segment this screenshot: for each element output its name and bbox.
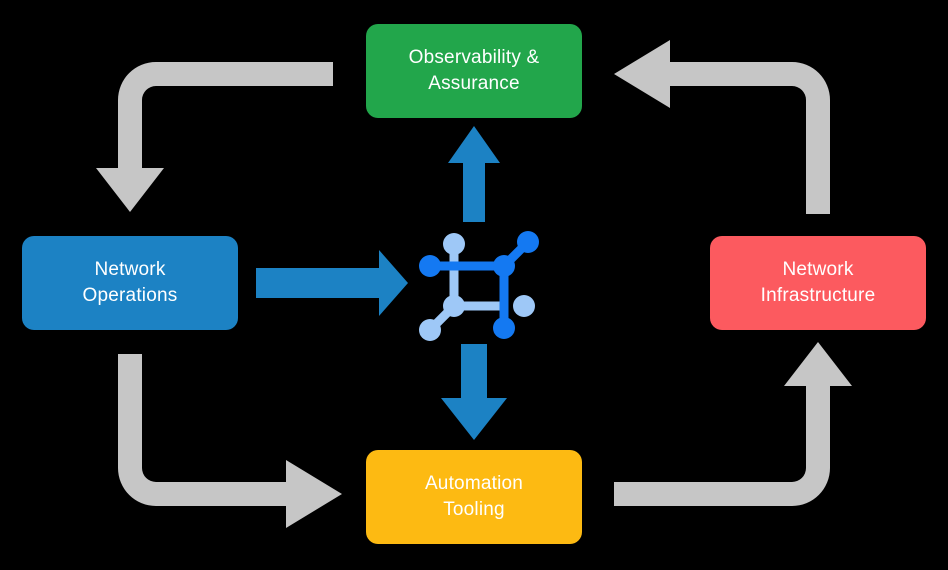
- node-automation-tooling[interactable]: Automation Tooling: [366, 450, 582, 544]
- node-network-infrastructure[interactable]: Network Infrastructure: [710, 236, 926, 330]
- arrow-up-icon: [448, 126, 500, 222]
- elbow-arrow-right-up-icon: [614, 342, 852, 506]
- elbow-arrow-up-left-icon: [614, 40, 830, 214]
- node-automation-label: Automation Tooling: [424, 473, 524, 520]
- node-operations-label: Network Operations: [82, 259, 178, 306]
- node-observability-assurance[interactable]: Observability & Assurance: [366, 24, 582, 118]
- elbow-arrow-down-right-icon: [118, 354, 342, 528]
- node-network-operations[interactable]: Network Operations: [22, 236, 238, 330]
- topology-dark-nodes: [419, 231, 539, 339]
- topology-light-edges: [427, 241, 509, 333]
- elbow-arrow-down-left-icon: [96, 62, 333, 212]
- node-observability-label: Observability & Assurance: [408, 47, 540, 94]
- arrow-down-icon: [441, 344, 507, 440]
- node-infrastructure-label: Network Infrastructure: [760, 259, 876, 306]
- network-topology-icon: [419, 231, 539, 341]
- arrow-right-icon: [256, 250, 408, 316]
- topology-light-nodes: [419, 233, 535, 341]
